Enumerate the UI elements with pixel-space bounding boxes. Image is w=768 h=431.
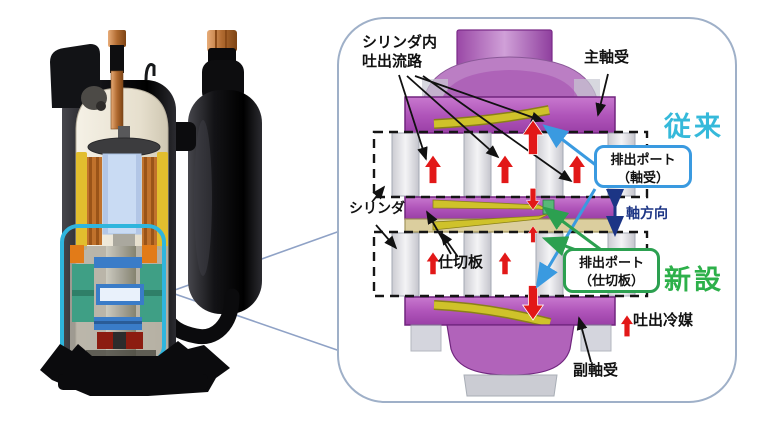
mech-maroon-right (126, 332, 143, 349)
bearing-port-line2: （軸受） (616, 170, 669, 185)
mech-orange-left (70, 245, 84, 263)
label-partition-plate: 仕切板 (438, 254, 484, 271)
discharge-refrigerant-icon (620, 314, 634, 337)
compressor-cutaway-photo (40, 30, 262, 396)
stator-insulation-left (76, 152, 87, 250)
partition-port-line1: 排出ポート (578, 255, 644, 270)
label-main-bearing: 主軸受 (584, 49, 630, 66)
reed-valve-bottom (433, 301, 551, 327)
annotation-arrows (371, 73, 609, 363)
label-sub-bearing: 副軸受 (573, 362, 619, 379)
label-newly-added: 新設 (664, 265, 724, 295)
mechanism-drawing (371, 29, 649, 397)
label-cylinder-discharge-path: シリンダ内 吐出流路 (362, 34, 437, 71)
partition-plate-assembly (404, 196, 616, 233)
label-discharge-refrigerant: 吐出冷媒 (633, 312, 694, 329)
label-cylinder-discharge-path-line1: シリンダ内 (362, 34, 438, 51)
accumulator (188, 30, 262, 314)
terminal-pin (108, 30, 126, 130)
shaft-bottom (463, 374, 558, 397)
sub-bearing-assembly (404, 296, 616, 397)
stator-insulation-right (157, 152, 168, 250)
callout-box-partition-port: 排出ポート （仕切板） (563, 248, 660, 293)
mech-maroon-left (97, 332, 113, 349)
accumulator-copper-pipe (207, 30, 237, 52)
main-bearing-assembly (404, 29, 616, 134)
motor-section (76, 126, 168, 256)
label-axis-direction: 軸方向 (626, 205, 668, 221)
partition-port-line2: （仕切板） (578, 273, 644, 288)
motor-rotor (102, 153, 142, 235)
motor-top-plate (87, 137, 161, 157)
shell-top-wire (144, 63, 156, 81)
interior-top-fitting-hole (96, 101, 106, 111)
bearing-port-line1: 排出ポート (610, 152, 676, 167)
compression-mechanism (70, 245, 168, 363)
detail-panel (337, 17, 737, 403)
mech-orange-right (142, 245, 157, 263)
upper-bearing-band (94, 257, 142, 268)
label-cylinder: シリンダ (349, 200, 405, 216)
sub-bearing-dome (446, 324, 575, 376)
label-conventional: 従来 (664, 112, 724, 142)
callout-box-bearing-port: 排出ポート （軸受） (594, 145, 692, 188)
label-cylinder-discharge-path-line2: 吐出流路 (362, 52, 423, 70)
